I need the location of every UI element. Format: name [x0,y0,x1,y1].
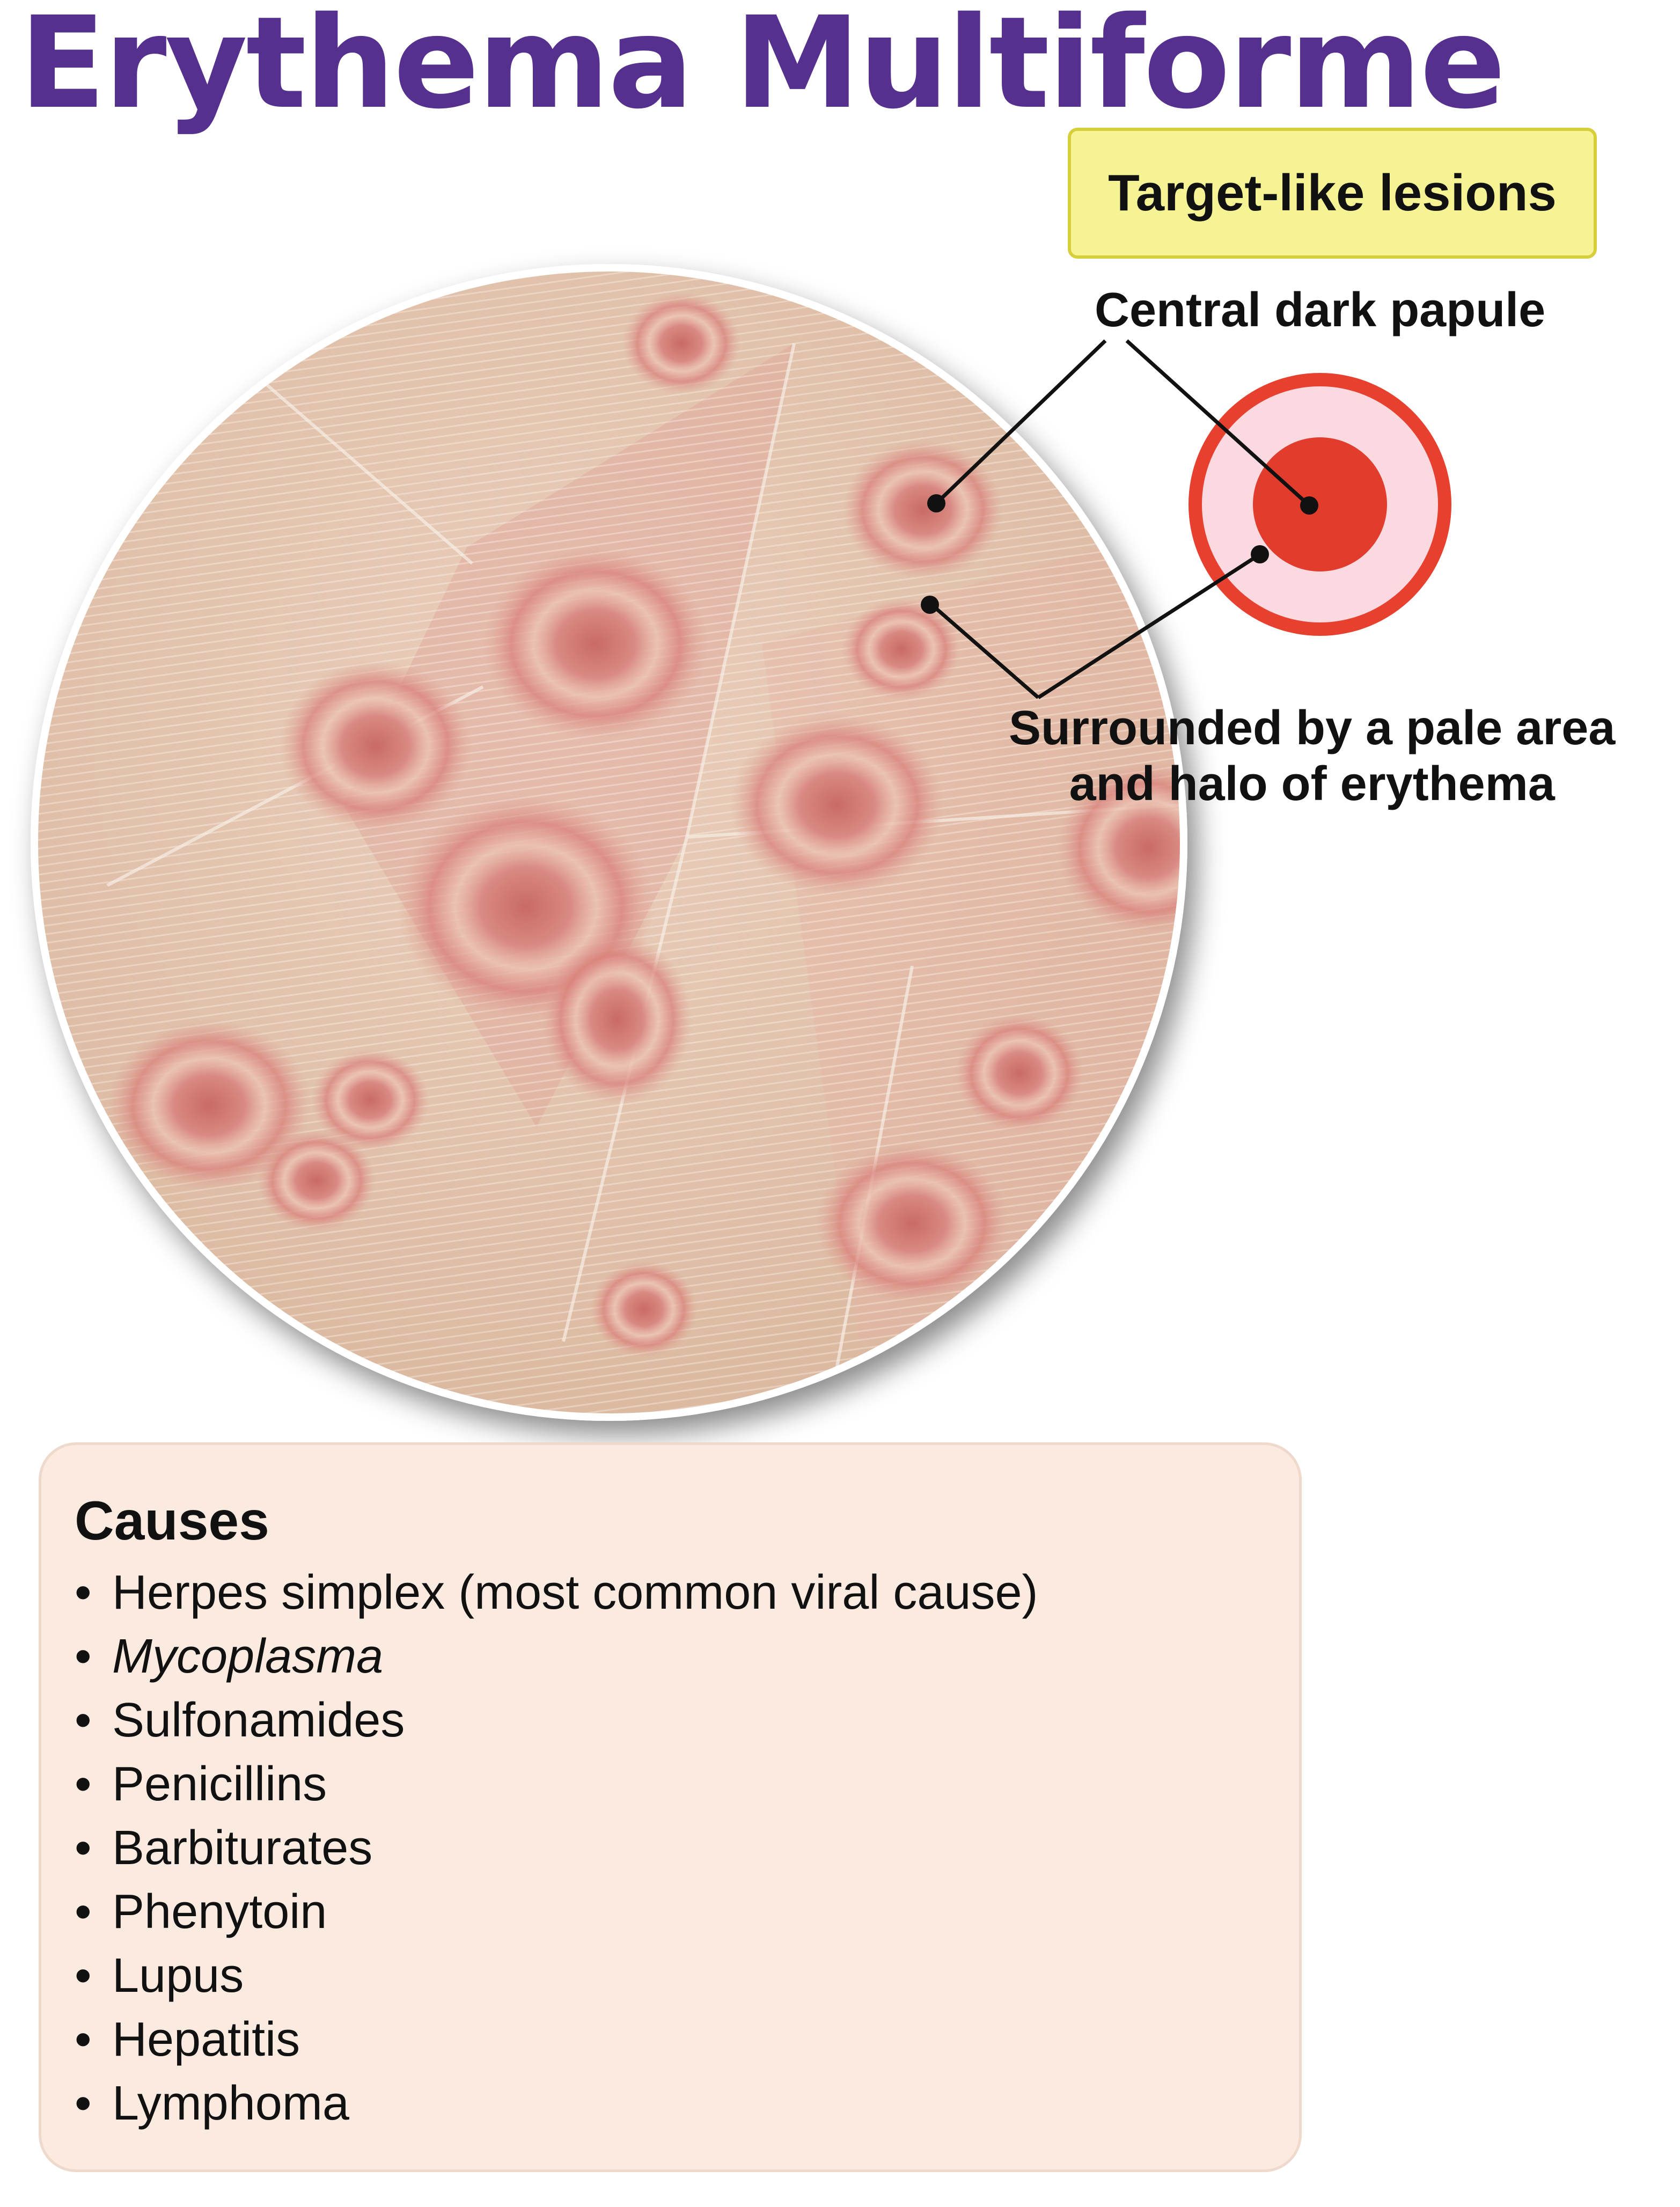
cause-label: Sulfonamides [112,1693,405,1748]
list-item: • Hepatitis [75,2008,1299,2072]
cause-label: Barbiturates [112,1821,373,1875]
list-item: • Lymphoma [75,2072,1299,2136]
bullet: • [75,1821,92,1875]
surround-halo-label-line1: Surrounded by a pale area [1009,701,1616,755]
cause-label: Herpes simplex (most common viral cause) [112,1566,1038,1620]
list-item: • Phenytoin [75,1880,1299,1944]
cause-label: Mycoplasma [112,1630,384,1684]
causes-list: • Herpes simplex (most common viral cause… [75,1561,1299,2136]
page-title: Erythema Multiforme [19,0,1506,137]
cause-label: Phenytoin [112,1885,327,1939]
list-item: • Barbiturates [75,1816,1299,1880]
causes-heading: Causes [75,1490,269,1551]
bullet: • [75,1885,92,1939]
list-item: • Sulfonamides [75,1689,1299,1753]
surround-halo-label: Surrounded by a pale area and halo of er… [1009,700,1615,812]
cause-label: Penicillins [112,1757,327,1812]
list-item: • Penicillins [75,1753,1299,1816]
list-item: • Mycoplasma [75,1625,1299,1689]
leader-dots [921,494,1318,614]
list-item: • Herpes simplex (most common viral cause… [75,1561,1299,1625]
cause-label: Hepatitis [112,2013,300,2067]
causes-card: Causes • Herpes simplex (most common vira… [39,1442,1302,2172]
surround-halo-label-line2: and halo of erythema [1069,757,1555,811]
central-papule-label: Central dark papule [1095,283,1546,337]
list-item: • Lupus [75,1944,1299,2008]
bullet: • [75,1630,92,1684]
leader-lines [932,339,1311,699]
target-lesions-badge: Target-like lesions [1068,128,1597,259]
cause-label: Lupus [112,1949,244,2003]
bullet: • [75,2077,92,2131]
bullet: • [75,1566,92,1620]
skin-photo [31,264,1187,1421]
lesion-illustration [31,264,1451,1421]
cause-label: Lymphoma [112,2077,349,2131]
target-lesion-icon [1189,373,1451,636]
bullet: • [75,1949,92,2003]
bullet: • [75,1757,92,1812]
bullet: • [75,2013,92,2067]
bullet: • [75,1693,92,1748]
